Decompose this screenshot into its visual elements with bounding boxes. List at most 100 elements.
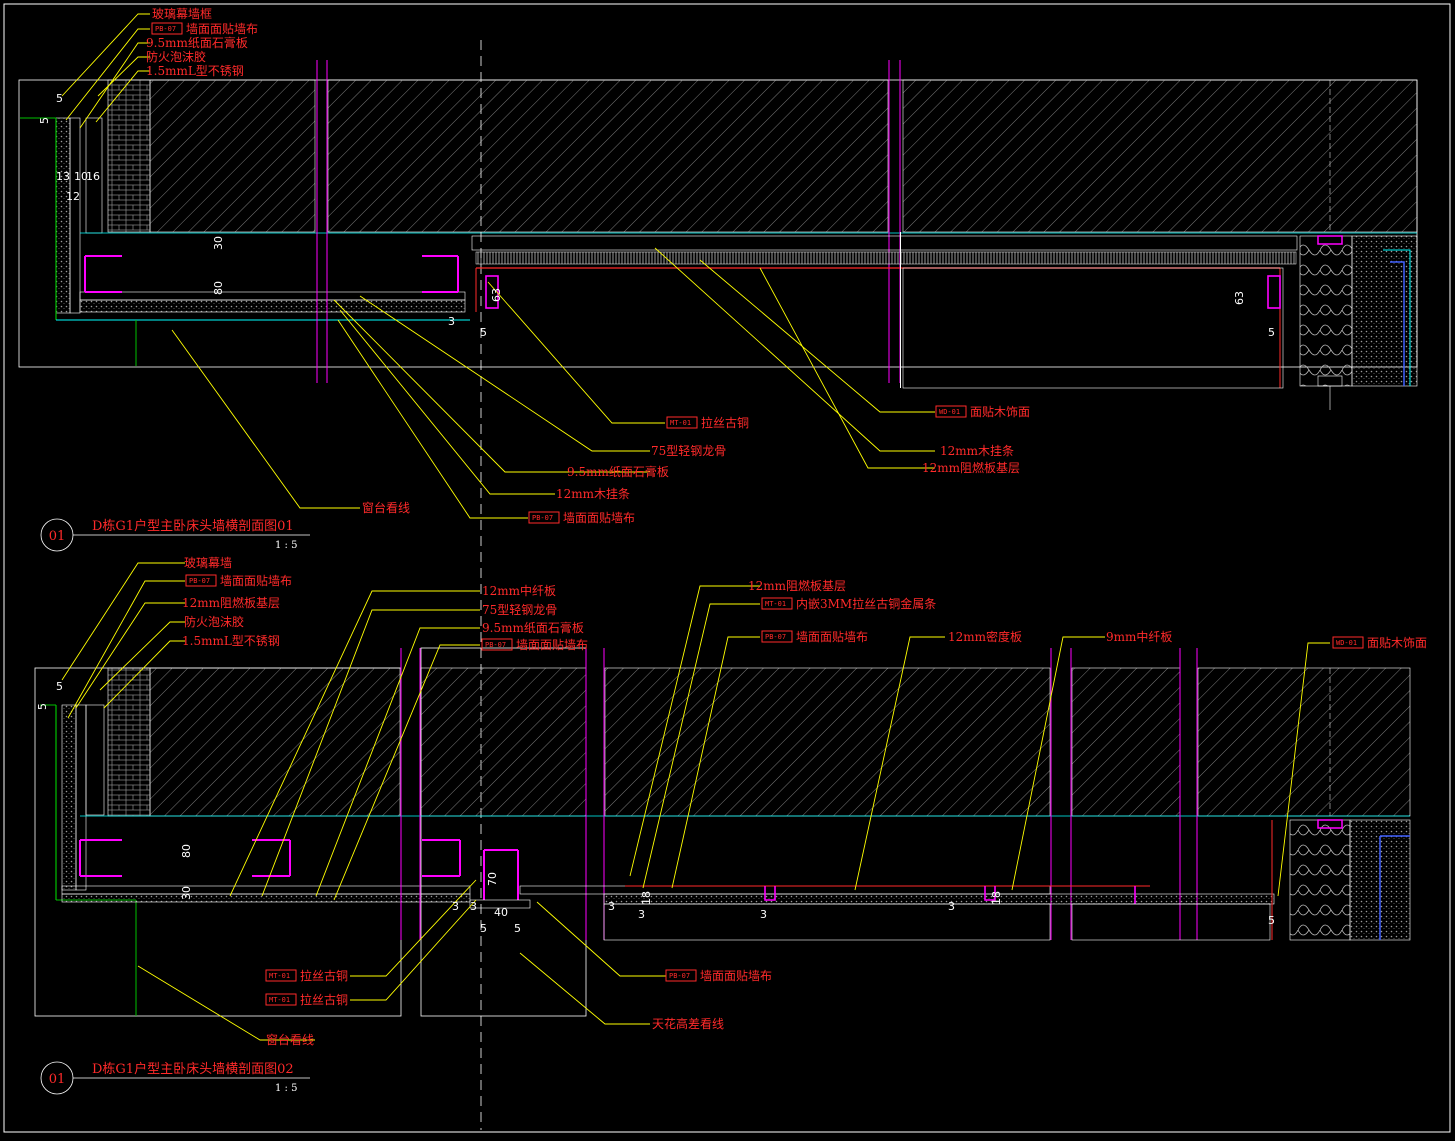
section-2-label: MT-01 内嵌3MM拉丝古铜金属条 <box>761 596 936 611</box>
material-label: 12mm密度板 <box>948 629 1022 644</box>
material-label: 9.5mm纸面石膏板 <box>482 620 584 635</box>
material-tag: MT-01 <box>269 996 290 1004</box>
dimension-value: 63 <box>1233 291 1246 305</box>
section-2-label: 1.5mmL型不锈钢 <box>182 634 280 648</box>
section-2-label: 防火泡沫胶 <box>184 614 244 629</box>
section-2-label: MT-01 拉丝古铜 <box>265 992 348 1007</box>
dimension-value: 3 <box>448 315 455 328</box>
dimension-value: 5 <box>480 326 487 339</box>
concrete-slab <box>149 667 401 817</box>
concrete-slab <box>327 79 889 233</box>
material-tag: PB-07 <box>532 514 553 522</box>
section-1-label: 12mm阻燃板基层 <box>922 460 1020 475</box>
material-label: 12mm阻燃板基层 <box>182 595 280 610</box>
section-1-label: 12mm木挂条 <box>556 487 630 501</box>
material-tag: PB-07 <box>669 972 690 980</box>
material-label: 9.5mm纸面石膏板 <box>146 35 248 50</box>
concrete-slab <box>1197 667 1411 817</box>
material-tag: PB-07 <box>189 577 210 585</box>
material-label: 9mm中纤板 <box>1106 629 1172 644</box>
section-1-label: 12mm木挂条 <box>940 444 1014 458</box>
concrete-slab <box>420 667 587 817</box>
section-2-label: 9mm中纤板 <box>1106 629 1172 644</box>
dimension-value: 30 <box>180 886 193 900</box>
dimension-value: 12 <box>66 190 80 203</box>
material-label: 墙面面贴墙布 <box>220 574 292 588</box>
material-label: 面贴木饰面 <box>970 405 1030 419</box>
section-1-label: WD-01 面贴木饰面 <box>935 405 1030 419</box>
dimension-value: 13 <box>56 170 70 183</box>
dimension-value: 5 <box>514 922 521 935</box>
material-label: 玻璃幕墙框 <box>152 7 212 21</box>
material-tag: WD-01 <box>1336 639 1357 647</box>
section-2-label: 12mm阻燃板基层 <box>748 578 846 593</box>
material-label: 拉丝古铜 <box>300 992 348 1007</box>
insulation <box>1289 819 1351 941</box>
leader-lines <box>61 13 1330 1041</box>
dimension-value: 5 <box>1268 326 1275 339</box>
material-label: 12mm阻燃板基层 <box>922 460 1020 475</box>
dimension-value: 5 <box>56 92 63 105</box>
dimension-value: 5 <box>56 680 63 693</box>
section-1-label: PB-07 墙面面贴墙布 <box>528 511 635 525</box>
dimension-value: 3 <box>470 900 477 913</box>
dimension-value: 5 <box>36 703 49 710</box>
dimension-value: 3 <box>760 908 767 921</box>
material-label: 玻璃幕墙 <box>184 556 232 570</box>
section-2 <box>34 647 1411 1017</box>
concrete-slab <box>604 667 1051 817</box>
material-label: 面贴木饰面 <box>1367 636 1427 650</box>
section-1-label: 9.5mm纸面石膏板 <box>567 464 669 479</box>
section-2-label: 75型轻钢龙骨 <box>482 603 557 617</box>
section-2-label: 12mm中纤板 <box>482 583 556 598</box>
concrete-slab <box>1071 667 1181 817</box>
material-tag: PB-07 <box>485 641 506 649</box>
dimension-value: 3 <box>452 900 459 913</box>
section-1-scale: 1 : 5 <box>275 540 297 551</box>
section-2-label: 窗台看线 <box>266 1032 314 1047</box>
dimension-value: 5 <box>480 922 487 935</box>
material-label: 12mm木挂条 <box>940 444 1014 458</box>
section-2-label: 12mm阻燃板基层 <box>182 595 280 610</box>
dimension-value: 80 <box>212 281 225 295</box>
material-label: 1.5mmL型不锈钢 <box>146 64 244 78</box>
material-label: 窗台看线 <box>362 500 410 515</box>
material-tag: MT-01 <box>765 600 786 608</box>
material-label: 12mm阻燃板基层 <box>748 578 846 593</box>
section-1 <box>18 40 1418 1130</box>
sheet-border <box>3 3 1451 1133</box>
dimension-value: 3 <box>638 908 645 921</box>
section-1-label: 窗台看线 <box>362 500 410 515</box>
material-label: 内嵌3MM拉丝古铜金属条 <box>796 596 936 611</box>
concrete-slab <box>149 79 316 233</box>
dimension-value: 10 <box>74 170 88 183</box>
dimension-value: 40 <box>494 906 508 919</box>
dimension-value: 18 <box>990 891 1003 905</box>
section-2-label: 9.5mm纸面石膏板 <box>482 620 584 635</box>
section-2-label: WD-01 面贴木饰面 <box>1332 636 1427 650</box>
section-2-label: 玻璃幕墙 <box>184 556 232 570</box>
section-1-label: 9.5mm纸面石膏板 <box>146 35 248 50</box>
section-2-number: 01 <box>49 1072 66 1087</box>
material-label: 天花高差看线 <box>652 1016 724 1031</box>
material-label: 12mm木挂条 <box>556 487 630 501</box>
material-tag: MT-01 <box>269 972 290 980</box>
insulation <box>1299 235 1353 387</box>
material-tag: MT-01 <box>670 419 691 427</box>
section-2-label: PB-07 墙面面贴墙布 <box>185 574 292 588</box>
material-label: 墙面面贴墙布 <box>700 969 772 983</box>
material-tag: WD-01 <box>939 408 960 416</box>
concrete-slab <box>902 79 1418 233</box>
dimension-value: 3 <box>948 900 955 913</box>
material-label: 墙面面贴墙布 <box>186 22 258 36</box>
material-label: 墙面面贴墙布 <box>563 511 635 525</box>
dimension-value: 70 <box>486 872 499 886</box>
section-1-label: 1.5mmL型不锈钢 <box>146 64 244 78</box>
